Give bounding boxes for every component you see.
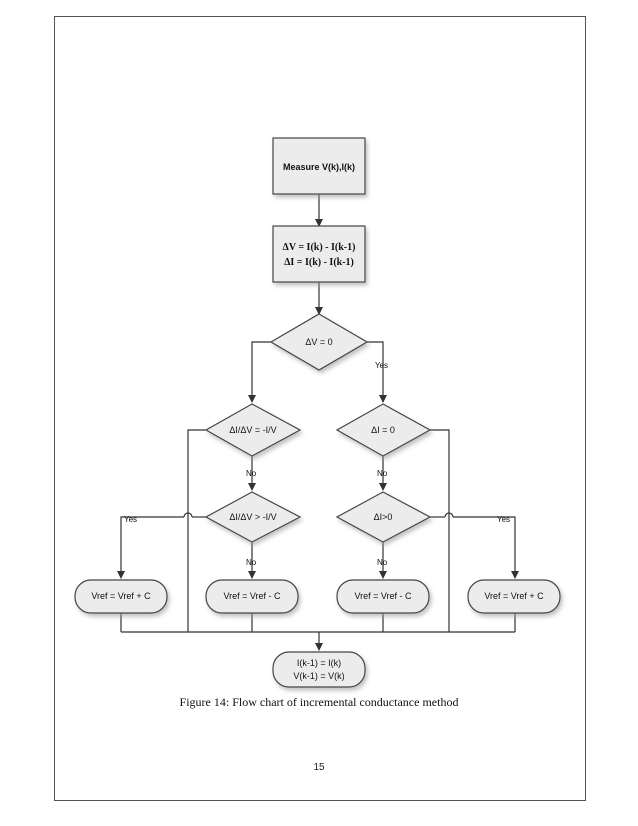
decision-di-zero-label: ΔI = 0 [371, 425, 395, 435]
delta-box: ΔV = I(k) - I(k-1) ΔI = I(k) - I(k-1) [272, 225, 366, 283]
decision-di-gt: ΔI>0 [335, 491, 432, 543]
vref-minus-left-label: Vref = Vref - C [223, 591, 281, 601]
update-v-label: V(k-1) = V(k) [293, 671, 344, 681]
delta-i-label: ΔI = I(k) - I(k-1) [284, 257, 354, 268]
figure-caption: Figure 14: Flow chart of incremental con… [179, 695, 459, 709]
update-i-label: I(k-1) = I(k) [297, 658, 341, 668]
vref-plus-right-box: Vref = Vref + C [467, 579, 561, 614]
vref-plus-left-label: Vref = Vref + C [91, 591, 151, 601]
vref-minus-left-box: Vref = Vref - C [205, 579, 299, 614]
decision-didv-gt-label: ΔI/ΔV > -I/V [229, 512, 276, 522]
delta-v-label: ΔV = I(k) - I(k-1) [283, 242, 356, 253]
edge-label-yes-dv: Yes [375, 361, 388, 370]
vref-plus-right-label: Vref = Vref + C [484, 591, 544, 601]
edge-label-no-di: No [377, 469, 388, 478]
decision-di-gt-label: ΔI>0 [374, 512, 393, 522]
measure-box: Measure V(k),I(k) [272, 137, 366, 195]
decision-dv-zero-label: ΔV = 0 [305, 337, 332, 347]
vref-plus-left-box: Vref = Vref + C [74, 579, 168, 614]
decision-dv-zero: ΔV = 0 [269, 313, 369, 371]
vref-minus-right-label: Vref = Vref - C [354, 591, 412, 601]
decision-didv-eq-label: ΔI/ΔV = -I/V [229, 425, 276, 435]
decision-didv-eq: ΔI/ΔV = -I/V [204, 403, 302, 457]
measure-label: Measure V(k),I(k) [283, 162, 355, 172]
edge-label-yes-left: Yes [124, 515, 137, 524]
edge-label-no-didv: No [246, 469, 257, 478]
page-number: 15 [313, 762, 325, 773]
decision-didv-gt: ΔI/ΔV > -I/V [204, 491, 302, 543]
update-box: I(k-1) = I(k) V(k-1) = V(k) [272, 651, 366, 688]
connectors [117, 194, 519, 651]
page-border [54, 16, 586, 801]
edge-label-no-didv-gt: No [246, 558, 257, 567]
edge-label-yes-right: Yes [497, 515, 510, 524]
edge-label-no-di-gt: No [377, 558, 388, 567]
decision-di-zero: ΔI = 0 [335, 403, 432, 457]
vref-minus-right-box: Vref = Vref - C [336, 579, 430, 614]
